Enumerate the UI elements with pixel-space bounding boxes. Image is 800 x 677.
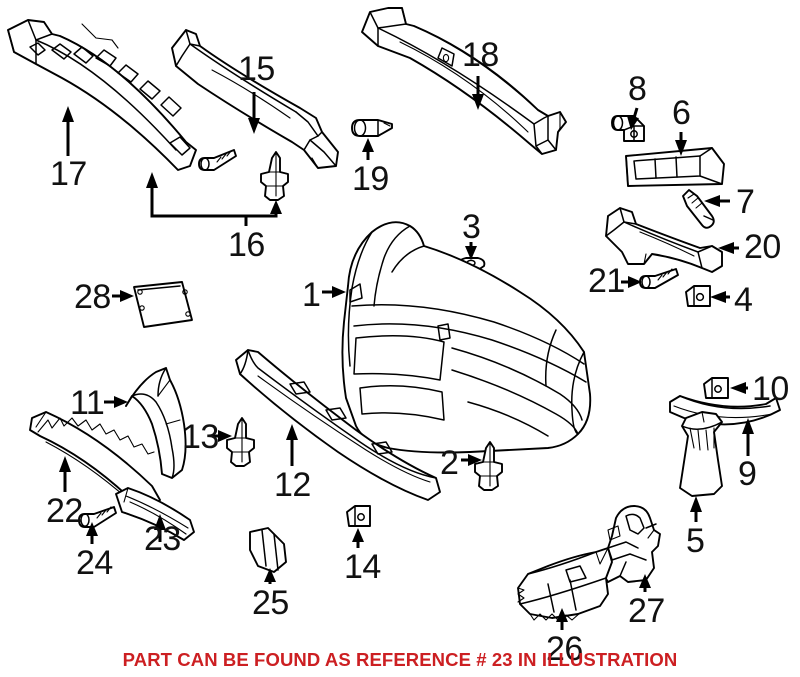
leader-7	[704, 195, 730, 207]
callout-22: 22	[46, 492, 83, 530]
part-28-license-plate-bracket	[133, 281, 193, 328]
callout-20: 20	[744, 228, 781, 266]
part-17-energy-absorber	[7, 19, 197, 171]
callout-8: 8	[628, 70, 647, 108]
callout-24: 24	[76, 544, 113, 582]
leader-5	[690, 496, 702, 522]
part-18-reinforcement-beam	[361, 7, 567, 155]
leader-27	[639, 574, 651, 592]
part-20-support-bracket	[605, 207, 723, 273]
part-4-nut-clip	[685, 285, 711, 307]
callout-12: 12	[274, 466, 311, 504]
callout-4: 4	[734, 281, 753, 319]
leader-13	[212, 430, 232, 442]
callout-11: 11	[70, 384, 105, 422]
leader-16	[146, 172, 282, 226]
part-14-nut-clip	[346, 505, 371, 527]
part-13-push-clip	[226, 417, 255, 467]
part-25-cover-plug	[249, 527, 287, 573]
leader-3	[465, 242, 477, 260]
part-11-side-trim	[125, 367, 187, 479]
leader-12	[286, 424, 298, 466]
callout-15: 15	[238, 50, 275, 88]
leader-1	[322, 286, 346, 298]
callout-27: 27	[628, 592, 665, 630]
callout-18: 18	[462, 36, 499, 74]
part-12-lower-valance	[235, 349, 441, 501]
callout-14: 14	[344, 548, 381, 586]
leader-18	[472, 76, 484, 110]
callout-1: 1	[302, 276, 321, 314]
leader-23	[154, 514, 166, 542]
leader-20	[718, 242, 739, 254]
leader-15	[248, 92, 260, 134]
leader-17	[62, 106, 74, 156]
callout-3: 3	[462, 208, 481, 246]
part-24-screw	[78, 506, 117, 528]
part-5-tow-hook-cover	[679, 411, 723, 497]
leader-26	[556, 608, 568, 630]
callout-9: 9	[738, 455, 757, 493]
callout-5: 5	[686, 522, 705, 560]
part-1-bumper-cover	[341, 221, 592, 454]
leader-14	[352, 528, 364, 548]
callout-7: 7	[736, 183, 755, 221]
part-16a-screw	[198, 149, 237, 171]
part-2-push-clip	[474, 441, 503, 491]
leader-22	[59, 456, 71, 492]
leader-9	[742, 418, 754, 456]
part-23-grille-trim	[115, 487, 195, 541]
part-10-nut-clip	[703, 377, 729, 399]
leader-2	[461, 454, 482, 466]
leader-4	[710, 291, 730, 303]
part-8-stud-bolt	[611, 115, 645, 142]
part-26-air-duct	[517, 547, 613, 621]
part-19-sleeve-bushing	[351, 119, 393, 137]
callout-10: 10	[752, 370, 789, 408]
leader-11	[104, 396, 128, 408]
part-6-bumper-bracket	[625, 147, 725, 187]
leader-28	[112, 290, 134, 302]
leader-8	[627, 107, 639, 130]
callout-2: 2	[440, 444, 459, 482]
part-27-bracket-retainer	[601, 505, 661, 583]
part-21-screw	[639, 268, 679, 289]
reference-caption: PART CAN BE FOUND AS REFERENCE # 23 IN I…	[122, 649, 678, 670]
callout-23: 23	[144, 520, 181, 558]
leader-25	[264, 568, 276, 584]
leader-24	[86, 522, 98, 544]
callout-19: 19	[352, 160, 389, 198]
callout-16: 16	[228, 226, 265, 264]
callout-21: 21	[588, 262, 625, 300]
callout-26: 26	[546, 630, 583, 668]
leader-10	[730, 382, 748, 394]
leader-21	[621, 276, 642, 288]
part-16b-push-clip	[260, 151, 289, 201]
part-7-screw	[682, 189, 715, 229]
callout-13: 13	[182, 418, 219, 456]
leader-19	[362, 138, 374, 160]
callout-17: 17	[50, 155, 87, 193]
leader-6	[675, 132, 687, 156]
callout-6: 6	[672, 94, 691, 132]
callout-25: 25	[252, 584, 289, 622]
callout-28: 28	[74, 278, 111, 316]
